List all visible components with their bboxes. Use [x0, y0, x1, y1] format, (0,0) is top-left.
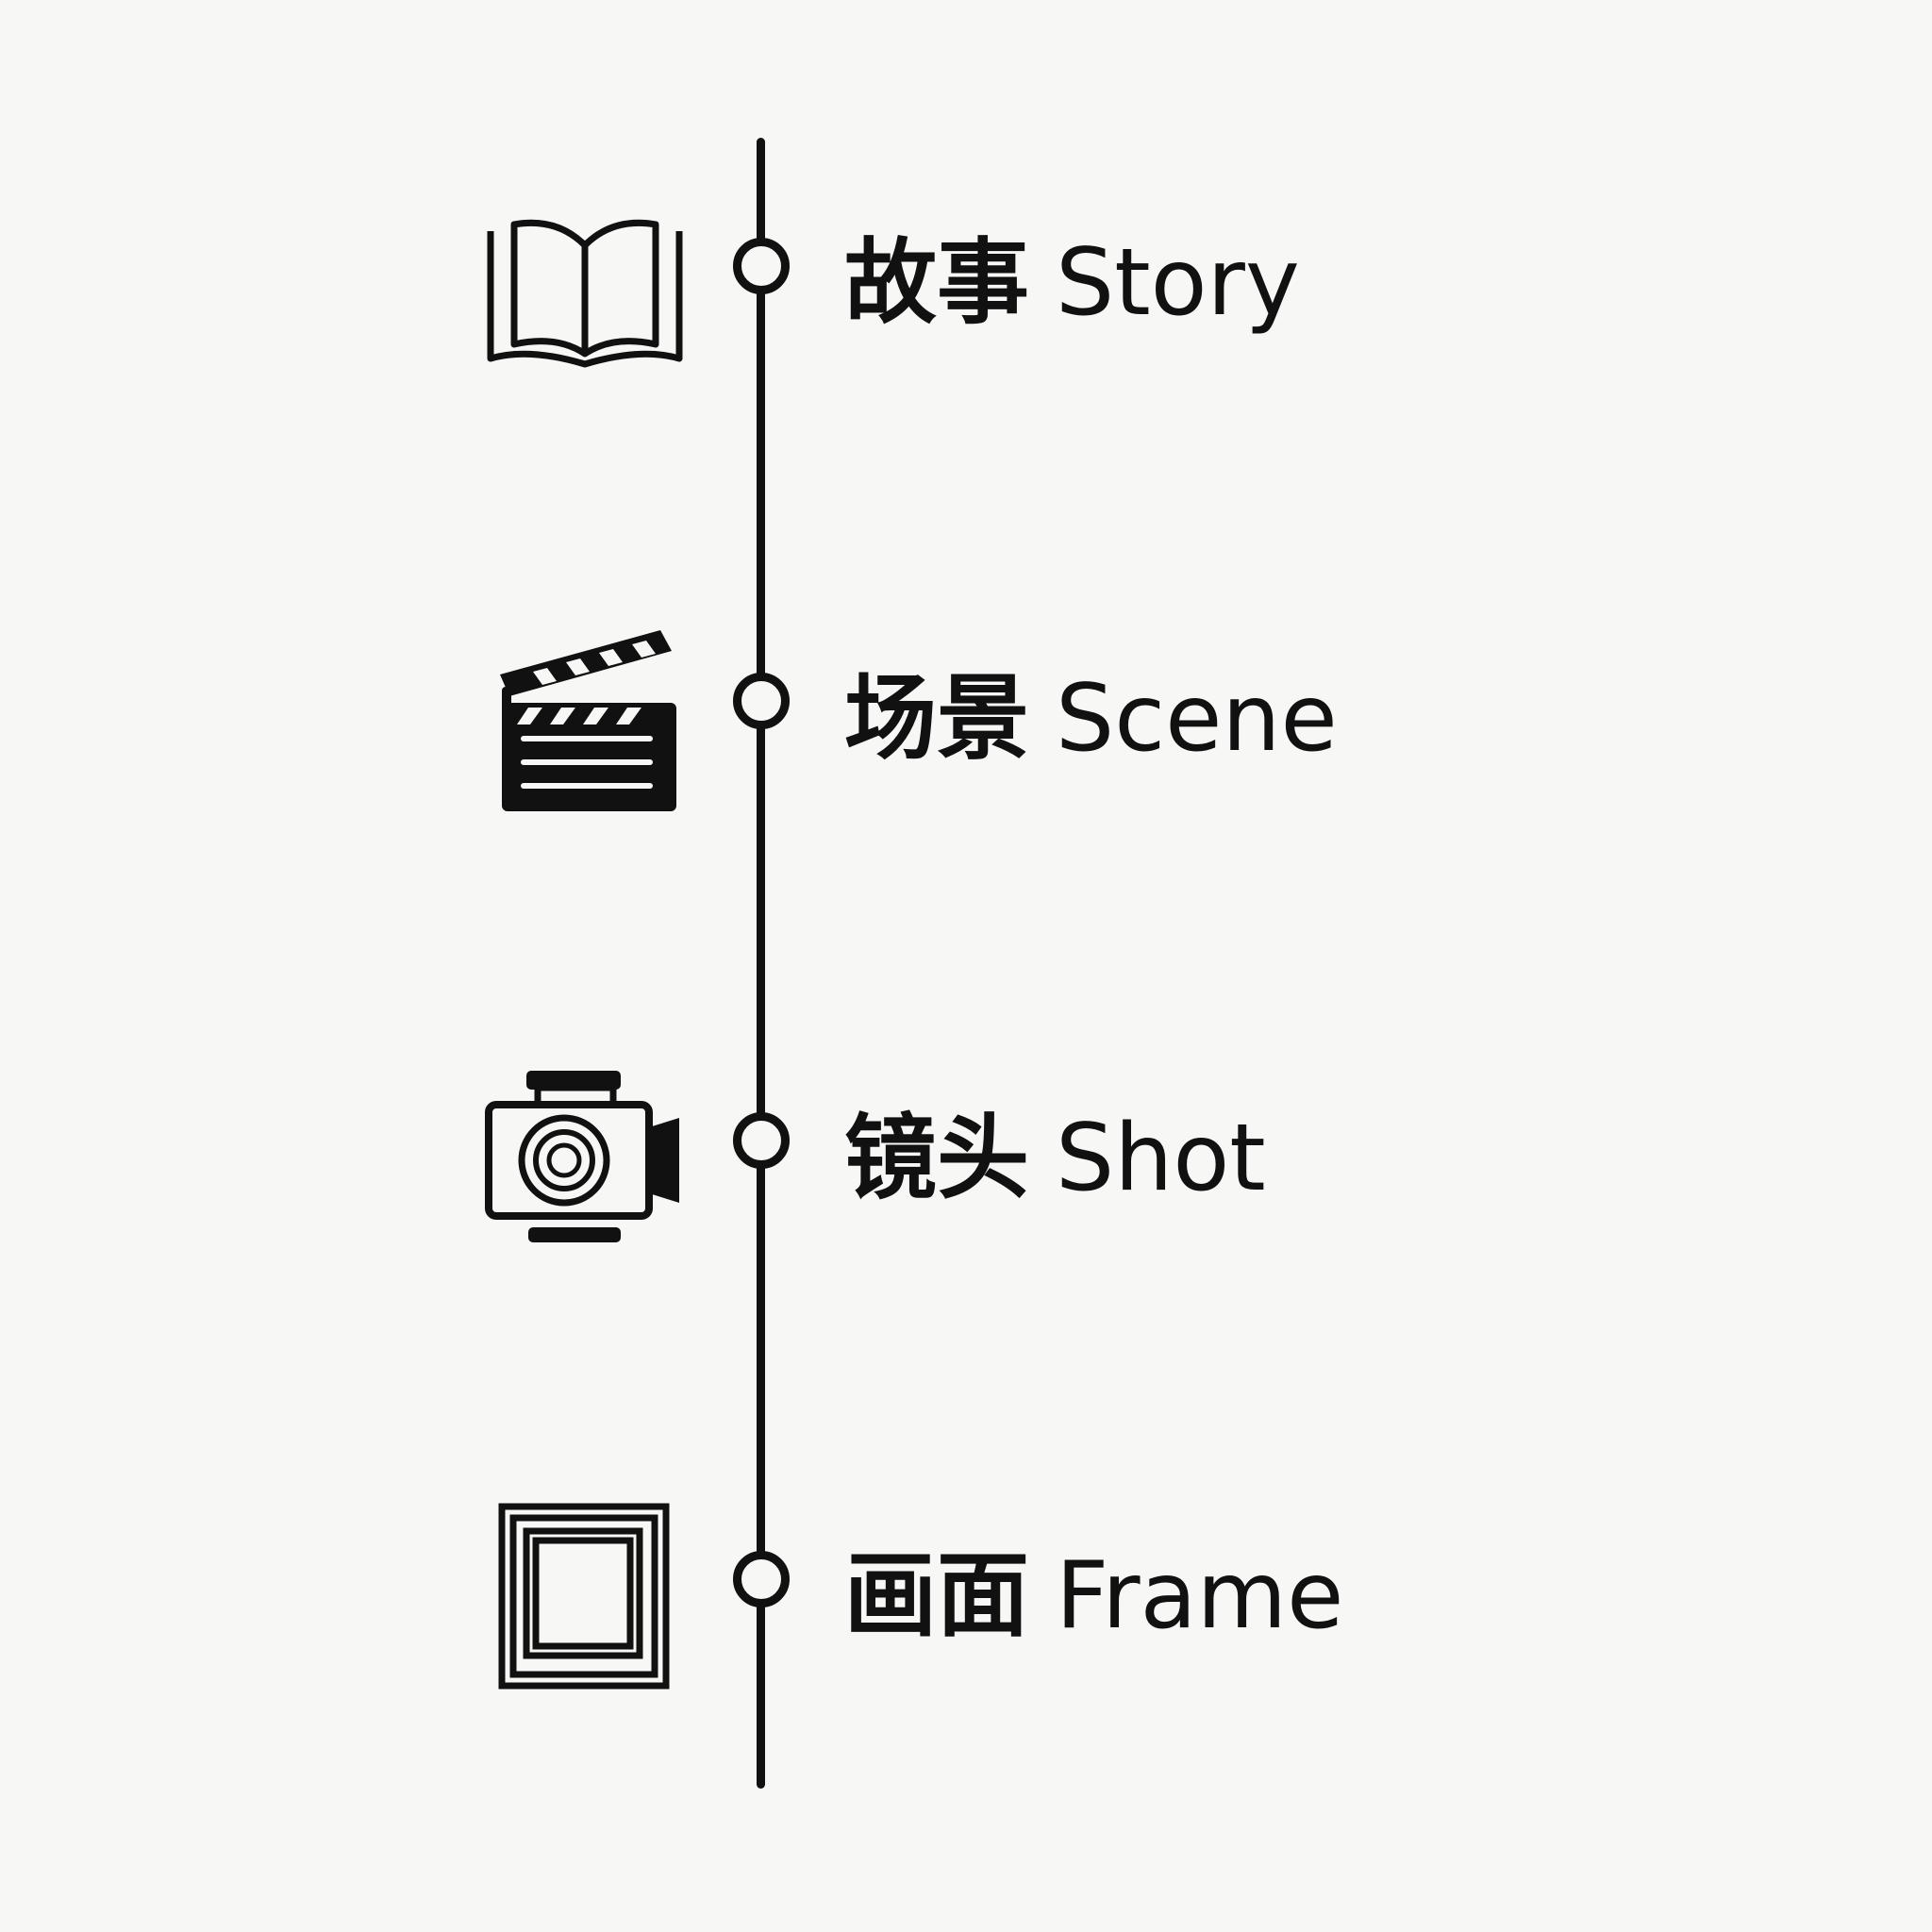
stage-label-zh: 画面 [844, 1542, 1030, 1650]
timeline-node-scene [733, 673, 790, 729]
timeline-node-shot [733, 1112, 790, 1169]
stage-label-zh: 镜头 [844, 1105, 1030, 1212]
picture-frame-icon [498, 1503, 670, 1690]
timeline-node-story [733, 238, 790, 294]
stage-label-en: Story [1056, 229, 1300, 337]
timeline-axis [757, 138, 765, 1789]
open-book-icon [487, 219, 683, 368]
stage-label-en: Shot [1056, 1105, 1266, 1212]
stage-label-en: Frame [1056, 1542, 1344, 1650]
video-camera-icon [485, 1071, 679, 1242]
stage-label-zh: 场景 [844, 665, 1030, 773]
timeline-node-frame [733, 1551, 790, 1607]
clapperboard-icon [500, 630, 676, 811]
stage-label-zh: 故事 [844, 229, 1030, 337]
stage-label-en: Scene [1056, 665, 1338, 773]
